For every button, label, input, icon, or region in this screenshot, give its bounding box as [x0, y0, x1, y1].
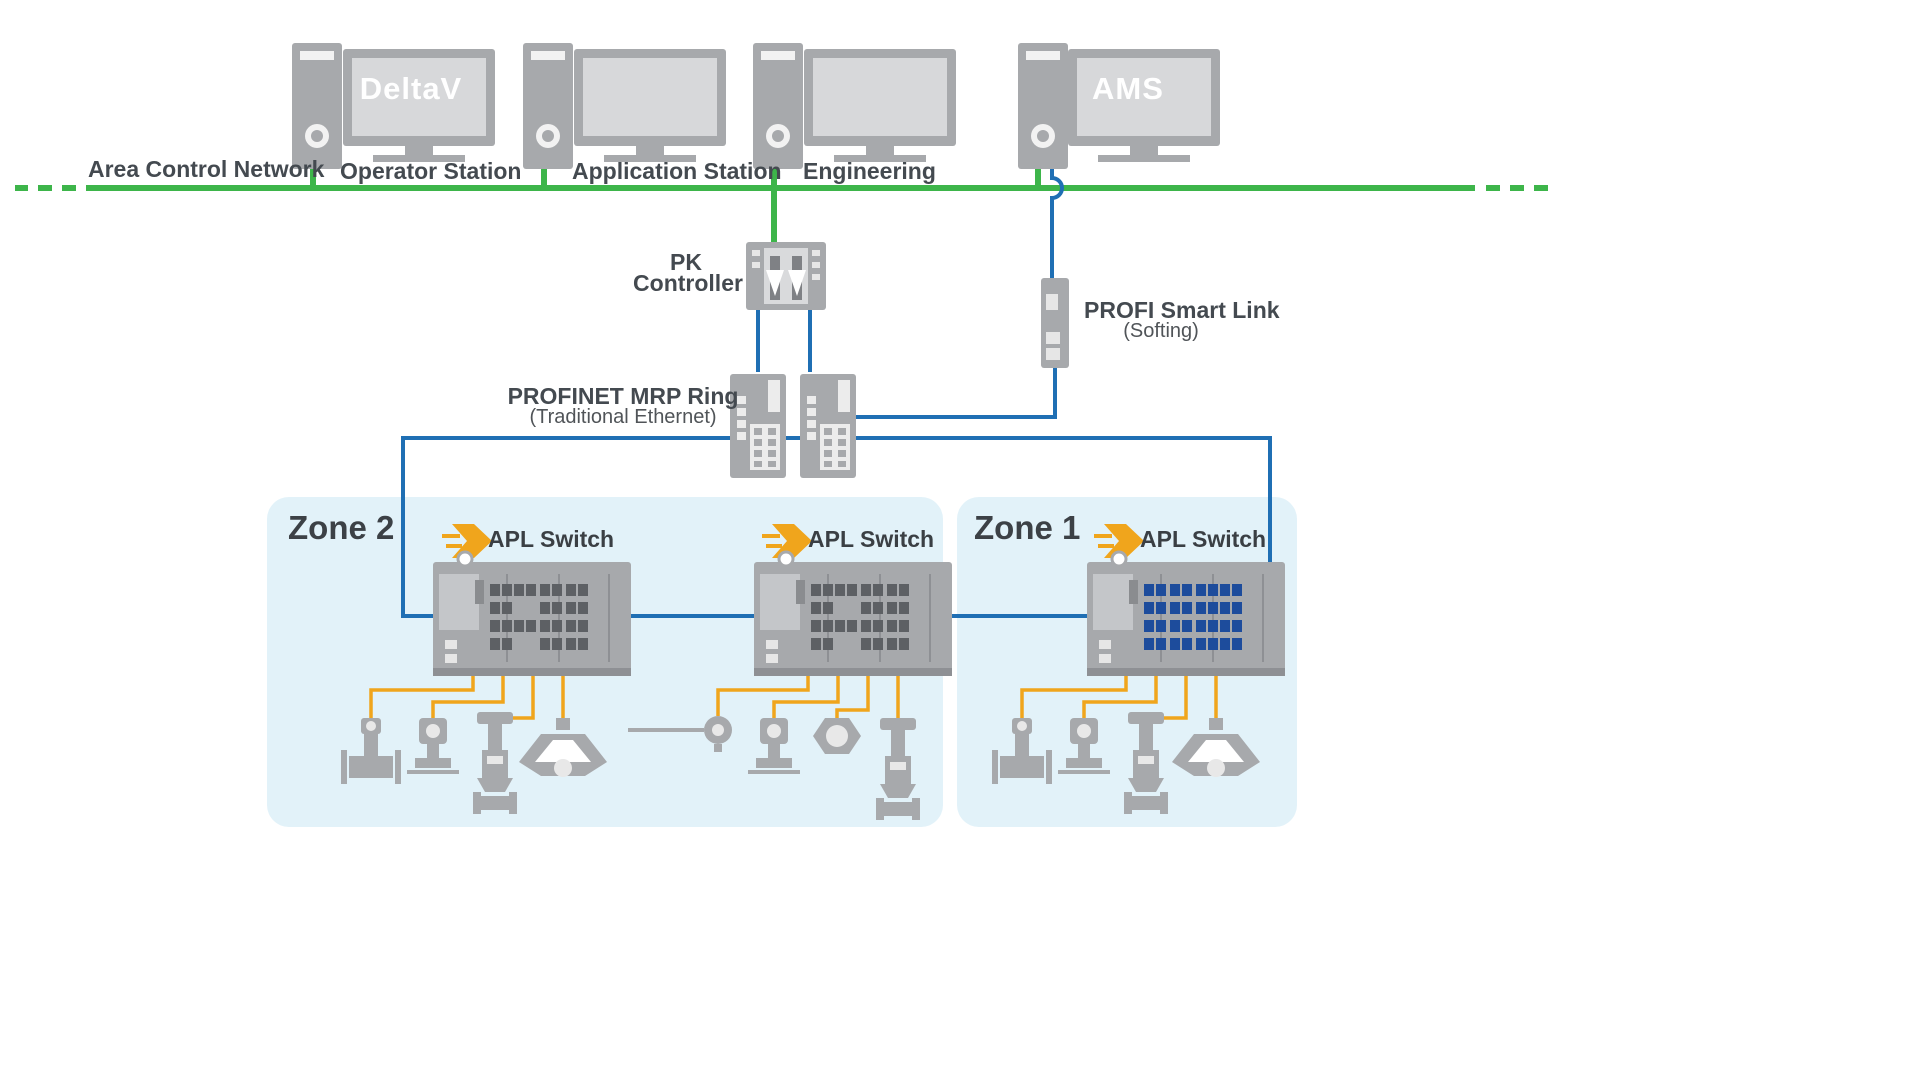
pk-controller[interactable]: [746, 242, 826, 310]
apl-switch-zone1[interactable]: APL Switch: [1085, 524, 1287, 678]
computer-tower-icon: [753, 43, 803, 169]
smart-link-label: PROFI Smart Link: [1084, 297, 1280, 323]
computer-tower-icon: [292, 43, 342, 169]
deltav-logo-text: DeltaV: [360, 71, 462, 106]
pk-controller-label-line1: PK: [670, 249, 702, 275]
apl-switch-zone2-right[interactable]: APL Switch: [752, 524, 954, 678]
application-station-label: Application Station: [572, 158, 782, 184]
ams-station[interactable]: AMS: [1018, 43, 1220, 169]
mrp-ring-sublabel: (Traditional Ethernet): [529, 406, 716, 428]
mrp-switch-right[interactable]: [800, 374, 856, 478]
computer-tower-icon: [523, 43, 573, 169]
application-station[interactable]: [523, 43, 726, 169]
area-control-network-label: Area Control Network: [88, 156, 325, 182]
apl-switch-zone2-left[interactable]: APL Switch: [431, 524, 633, 678]
smart-link-sublabel: (Softing): [1123, 320, 1199, 342]
mrp-ring-label: PROFINET MRP Ring: [508, 383, 739, 409]
ams-logo-text: AMS: [1092, 71, 1164, 106]
engineering-label: Engineering: [803, 158, 936, 184]
apl-switch-label: APL Switch: [808, 526, 934, 552]
monitor-icon: [574, 49, 726, 162]
apl-switch-label: APL Switch: [1140, 526, 1266, 552]
operator-station[interactable]: DeltaV: [292, 43, 495, 169]
zone-2-label: Zone 2: [288, 509, 394, 546]
apl-switch-icon: [431, 550, 633, 678]
engineering-station[interactable]: [753, 43, 956, 169]
apl-switch-icon: [752, 550, 954, 678]
zone-1-label: Zone 1: [974, 509, 1080, 546]
computer-tower-icon: [1018, 43, 1068, 169]
operator-station-label: Operator Station: [340, 158, 521, 184]
profi-smart-link-device[interactable]: [1041, 278, 1069, 368]
pk-controller-label-line2: Controller: [633, 270, 743, 296]
apl-switch-label: APL Switch: [488, 526, 614, 552]
monitor-icon: [804, 49, 956, 162]
